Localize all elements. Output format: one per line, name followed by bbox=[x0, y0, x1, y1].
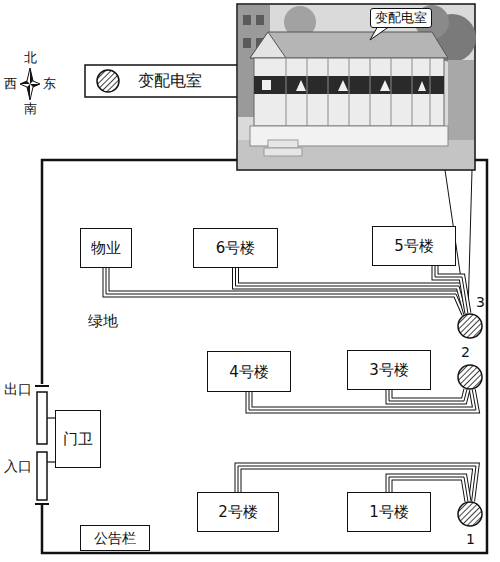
compass-letter: 北 bbox=[24, 50, 37, 66]
kiosk-sign bbox=[296, 80, 306, 91]
building-name: 3号楼 bbox=[369, 361, 409, 379]
compass-star bbox=[20, 68, 40, 100]
building-name: 4号楼 bbox=[229, 363, 269, 381]
substation-symbol bbox=[457, 364, 483, 390]
cable-core bbox=[435, 266, 468, 313]
callout-number: 1 bbox=[466, 531, 492, 548]
cable-outer bbox=[389, 390, 467, 401]
building-name: 2号楼 bbox=[218, 503, 258, 521]
power-cable bbox=[389, 390, 467, 401]
compass-rose bbox=[20, 68, 40, 100]
compass-letter: 东 bbox=[43, 76, 56, 92]
substation-outline bbox=[458, 502, 482, 526]
photo-inset bbox=[237, 4, 476, 170]
legend-text: 变配电室 bbox=[138, 71, 202, 90]
power-cable bbox=[249, 390, 476, 410]
building-name: 门卫 bbox=[63, 430, 93, 448]
gate-bar bbox=[37, 392, 47, 444]
photo-building bbox=[448, 60, 474, 142]
notice-board-box: 公告栏 bbox=[80, 525, 150, 551]
cable-outer bbox=[435, 266, 468, 313]
callout-label: 变配电室 bbox=[370, 8, 432, 28]
kiosk-sign bbox=[262, 80, 271, 90]
building-box: 2号楼 bbox=[197, 492, 279, 532]
gatehouse-box: 门卫 bbox=[55, 410, 101, 468]
building-name: 公告栏 bbox=[94, 530, 136, 547]
callout-number: 2 bbox=[461, 344, 487, 361]
gate-post bbox=[35, 503, 49, 505]
substation-circle: 3 bbox=[457, 313, 483, 339]
building-name: 1号楼 bbox=[369, 503, 409, 521]
legend-symbol bbox=[97, 70, 119, 92]
cable-gap bbox=[249, 390, 476, 410]
substation-outline bbox=[458, 314, 482, 338]
cable-gap bbox=[435, 266, 468, 313]
cable-gap bbox=[106, 268, 465, 314]
building-name: 5号楼 bbox=[394, 237, 434, 255]
kiosk-roof bbox=[250, 32, 448, 58]
gate-label: 出口 bbox=[4, 381, 32, 398]
building-box: 3号楼 bbox=[347, 350, 431, 390]
building-name: 6号楼 bbox=[216, 239, 256, 257]
substation-outline bbox=[458, 365, 482, 389]
compound-wall bbox=[42, 160, 487, 553]
substation-symbol bbox=[457, 313, 483, 339]
kiosk-body bbox=[254, 58, 444, 126]
substation-circle: 1 bbox=[457, 501, 483, 527]
cable-gap bbox=[389, 390, 467, 401]
substation-symbol bbox=[457, 501, 483, 527]
kiosk-step bbox=[264, 148, 302, 156]
gate-link bbox=[47, 461, 55, 462]
gate-label: 入口 bbox=[4, 458, 32, 475]
building-box: 4号楼 bbox=[207, 351, 291, 392]
building-name: 物业 bbox=[91, 239, 121, 257]
gate-bar bbox=[37, 452, 47, 500]
photo-window bbox=[256, 15, 264, 25]
substation-circle: 2 bbox=[457, 364, 483, 390]
gate-post bbox=[35, 385, 49, 387]
cable-core bbox=[249, 390, 476, 410]
kiosk-panels bbox=[286, 58, 430, 126]
cable-outer bbox=[106, 268, 465, 314]
compass-letter: 南 bbox=[24, 101, 37, 117]
photo-window bbox=[243, 15, 251, 25]
area-label: 绿地 bbox=[88, 312, 118, 330]
kiosk-sign bbox=[418, 81, 426, 91]
callout-number: 3 bbox=[476, 294, 500, 311]
kiosk-sign bbox=[338, 80, 348, 91]
callout-tail bbox=[370, 26, 390, 40]
cable-core bbox=[389, 390, 467, 401]
cable-core bbox=[106, 268, 465, 314]
gate-link bbox=[47, 417, 55, 418]
building-box: 6号楼 bbox=[193, 228, 278, 268]
legend-box bbox=[85, 65, 245, 97]
power-cable bbox=[435, 266, 468, 313]
kiosk-sign bbox=[380, 80, 390, 91]
building-box: 5号楼 bbox=[372, 226, 456, 266]
building-box: 1号楼 bbox=[347, 492, 431, 532]
kiosk-gable bbox=[250, 32, 286, 58]
photo-frame bbox=[237, 4, 475, 170]
compass-star-fill bbox=[20, 68, 40, 100]
photo-window bbox=[243, 38, 251, 48]
compass-letter: 西 bbox=[4, 76, 17, 92]
power-cable bbox=[106, 268, 465, 314]
cable-outer bbox=[249, 390, 476, 410]
kiosk-step bbox=[268, 140, 298, 148]
building-box: 物业 bbox=[80, 228, 132, 268]
